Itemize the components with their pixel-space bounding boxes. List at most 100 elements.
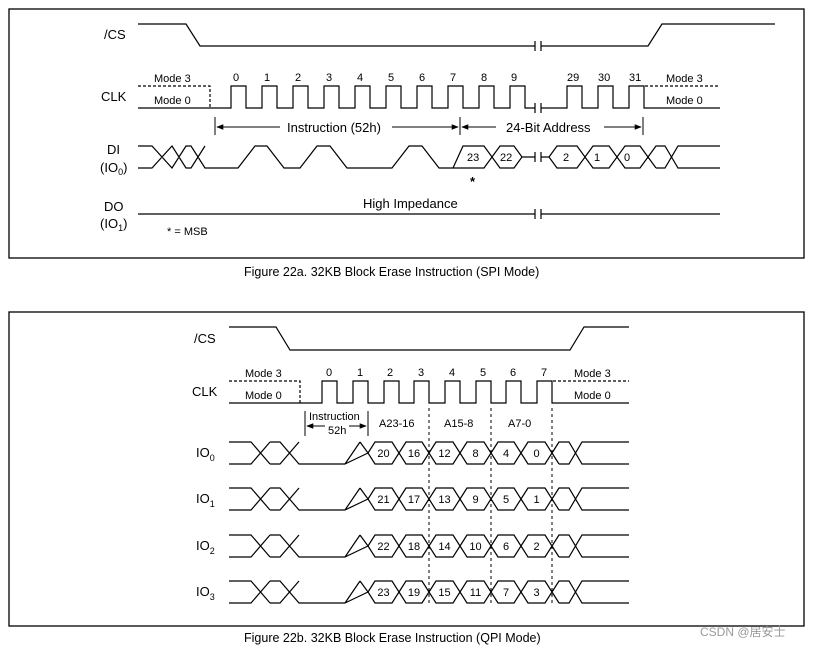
io-bit-label: 6 — [503, 541, 509, 553]
io-bit-label: 14 — [438, 541, 450, 553]
cs-waveform-b — [229, 326, 629, 351]
clk-num-a: 5 — [388, 72, 394, 84]
do-label-a: DO — [104, 199, 124, 214]
caption-a: Figure 22a. 32KB Block Erase Instruction… — [244, 265, 539, 279]
clk-num-a: 3 — [326, 72, 332, 84]
clk-mode3-dash-a — [138, 85, 720, 108]
mode3-label-b-right: Mode 3 — [574, 368, 611, 380]
clk-num-b: 7 — [541, 367, 547, 379]
caption-b: Figure 22b. 32KB Block Erase Instruction… — [244, 631, 541, 645]
di-sublabel-a: (IO0) — [100, 160, 127, 177]
io-waveform — [229, 487, 629, 511]
io-bit-label: 11 — [470, 587, 481, 599]
cs-label-a: /CS — [104, 27, 126, 42]
clk-num-a: 31 — [629, 72, 641, 84]
clk-numbers-b: 0 1 2 3 4 5 6 7 — [326, 367, 547, 379]
mode0-label-a-right: Mode 0 — [666, 95, 703, 107]
di-bit-a: 1 — [594, 152, 600, 164]
instruction-label-b-line2: 52h — [328, 425, 346, 437]
io-bit-label: 13 — [438, 494, 450, 506]
io0-label-b: IO0 — [196, 445, 215, 463]
clk-numbers-a: 0 1 2 3 4 5 6 7 8 9 29 30 31 — [233, 72, 641, 84]
io3-label-b: IO3 — [196, 584, 215, 602]
io-bit-label: 19 — [408, 587, 420, 599]
addr-group-label-b: A15-8 — [444, 418, 473, 430]
io-lanes-b: 20 16 12 8 4 0 21 17 13 9 5 1 22 18 14 10 6 2 23 19 15 11 7 3 — [229, 441, 629, 604]
io-waveform — [229, 580, 629, 604]
clk-num-a: 2 — [295, 72, 301, 84]
io-bit-label: 18 — [408, 541, 420, 553]
clk-num-b: 3 — [418, 367, 424, 379]
clk-num-a: 30 — [598, 72, 610, 84]
clk-num-b: 6 — [510, 367, 516, 379]
io-bit-label: 9 — [472, 494, 478, 506]
high-impedance-label-a: High Impedance — [363, 196, 458, 211]
clk-num-b: 1 — [357, 367, 363, 379]
instruction-label-b-line1: Instruction — [309, 411, 360, 423]
mode0-label-b-right: Mode 0 — [574, 390, 611, 402]
io-bit-label: 8 — [472, 448, 478, 460]
mode3-label-a-left: Mode 3 — [154, 73, 191, 85]
io-bit-label: 7 — [503, 587, 509, 599]
clk-num-a: 8 — [481, 72, 487, 84]
io-waveform — [229, 534, 629, 558]
watermark: CSDN @居安士 — [700, 624, 786, 639]
clk-mode3-dash-b — [229, 380, 629, 403]
io-bit-label: 16 — [408, 448, 420, 460]
mode3-label-b-left: Mode 3 — [245, 368, 282, 380]
instruction-span-b — [304, 411, 369, 436]
clk-label-a: CLK — [101, 89, 127, 104]
clk-label-b: CLK — [192, 384, 218, 399]
figure-a-frame — [8, 8, 805, 259]
cs-waveform-a — [138, 23, 775, 47]
instruction-label-a: Instruction (52h) — [287, 120, 381, 135]
clk-num-a: 7 — [450, 72, 456, 84]
io2-label-b: IO2 — [196, 538, 215, 556]
io-bit-label: 1 — [533, 494, 539, 506]
mode0-label-a-left: Mode 0 — [154, 95, 191, 107]
io-bit-label: 3 — [533, 587, 539, 599]
clk-num-a: 29 — [567, 72, 579, 84]
clk-num-b: 4 — [449, 367, 455, 379]
io-waveform — [229, 441, 629, 465]
io-bit-label: 4 — [503, 448, 509, 460]
clk-waveform-b — [229, 380, 629, 404]
io-bit-label: 17 — [408, 494, 420, 506]
addr-group-label-b: A7-0 — [508, 418, 531, 430]
msb-note-a: * = MSB — [167, 226, 208, 238]
mode0-label-b-left: Mode 0 — [245, 390, 282, 402]
io-bit-label: 2 — [533, 541, 539, 553]
di-bit-a: 23 — [467, 152, 479, 164]
io1-label-b: IO1 — [196, 491, 215, 509]
clk-num-a: 6 — [419, 72, 425, 84]
byte-divider-lines-b — [428, 408, 553, 605]
io-bit-label: 21 — [377, 494, 389, 506]
mode3-label-a-right: Mode 3 — [666, 73, 703, 85]
io-bit-label: 0 — [533, 448, 539, 460]
di-label-a: DI — [107, 142, 120, 157]
addr-group-label-b: A23-16 — [379, 418, 414, 430]
di-bit-a: 22 — [500, 152, 512, 164]
clk-num-b: 0 — [326, 367, 332, 379]
io-bit-label: 5 — [503, 494, 509, 506]
do-subscript-a: 1 — [118, 223, 123, 233]
io-bit-label: 22 — [377, 541, 389, 553]
io-bit-label: 12 — [438, 448, 450, 460]
di-waveform-a — [138, 145, 720, 169]
msb-star-a: * — [470, 174, 476, 189]
io-bit-label: 10 — [469, 541, 481, 553]
di-bit-a: 2 — [563, 152, 569, 164]
do-sublabel-a: (IO1) — [100, 216, 127, 233]
di-bit-a: 0 — [624, 152, 630, 164]
clk-num-a: 4 — [357, 72, 363, 84]
clk-num-a: 0 — [233, 72, 239, 84]
clk-num-a: 9 — [511, 72, 517, 84]
clk-num-b: 2 — [387, 367, 393, 379]
io-bit-label: 20 — [377, 448, 389, 460]
io-bit-label: 15 — [438, 587, 450, 599]
cs-label-b: /CS — [194, 331, 216, 346]
figure-b-frame — [8, 311, 805, 627]
clk-waveform-a — [138, 85, 720, 109]
io-bit-label: 23 — [377, 587, 389, 599]
